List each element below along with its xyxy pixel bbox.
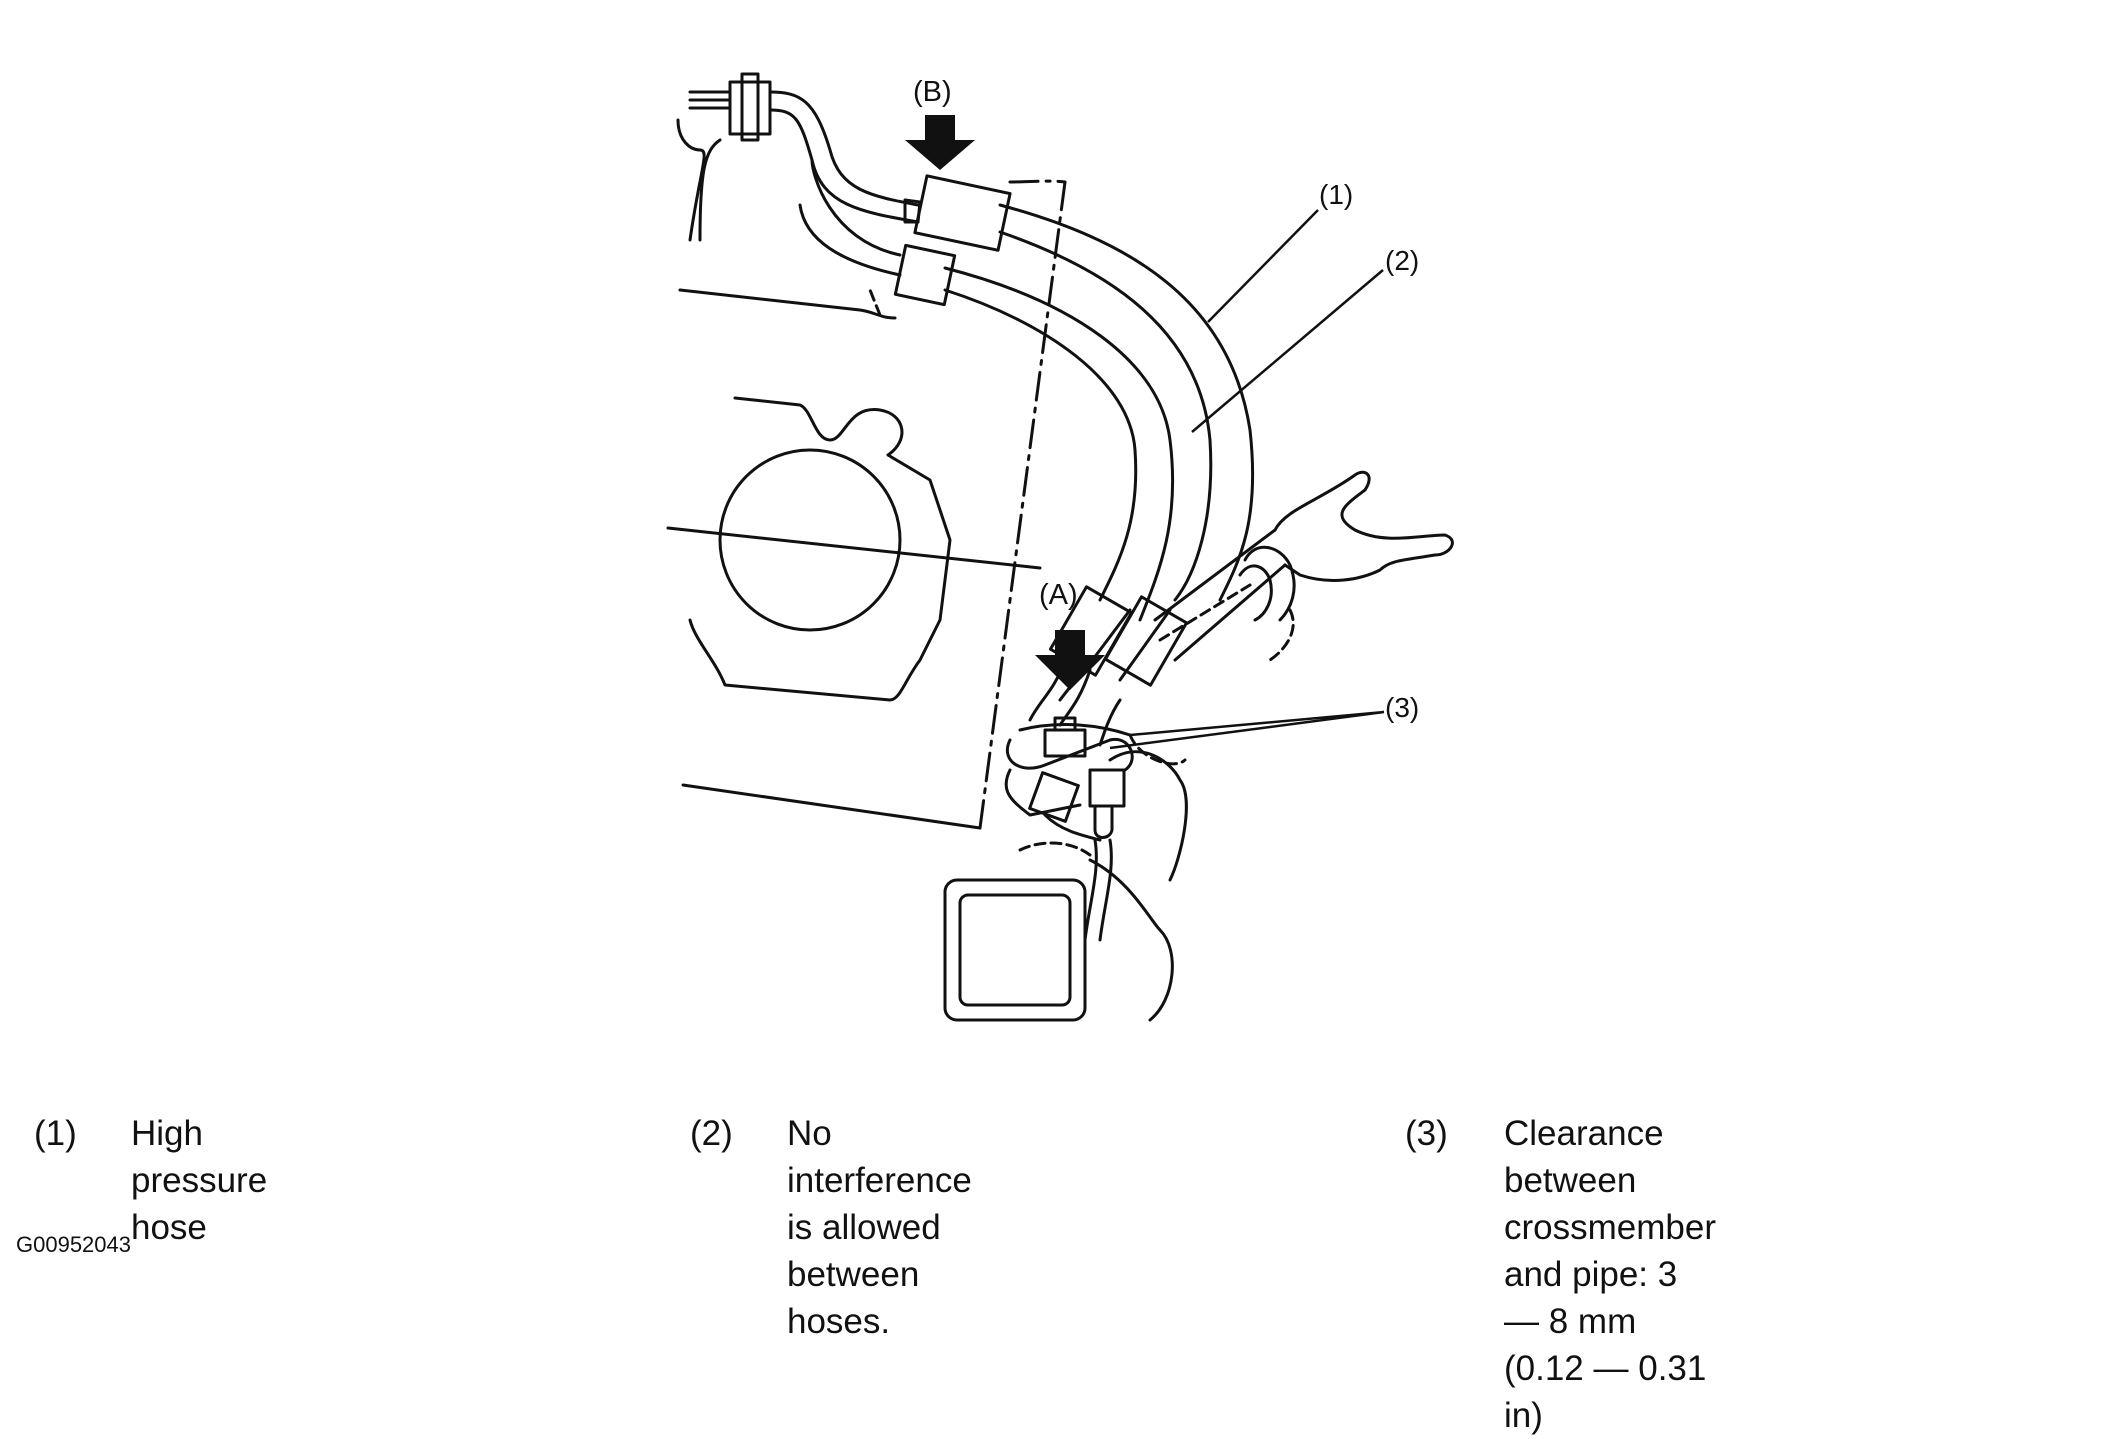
leader-2 (1191, 269, 1384, 433)
legend-text: No interference is allowed between hoses… (787, 1114, 972, 1341)
legend-text: High pressure hose (131, 1114, 268, 1247)
callout-3: (3) (1385, 692, 1419, 723)
arrow-a (1035, 630, 1105, 690)
arrow-b (905, 115, 975, 170)
body-outline (676, 118, 1067, 830)
round-part (718, 448, 902, 632)
second-hose (798, 158, 1189, 702)
legend-text: Clearance between crossmember and pipe: … (1504, 1114, 1716, 1435)
callout-a: (A) (1039, 579, 1078, 611)
centerline (666, 526, 1042, 570)
leader-3 (1109, 710, 1385, 750)
figure-id: G00952043 (16, 1232, 131, 1257)
bottom-block (943, 733, 1188, 1022)
leader-1 (1207, 209, 1319, 323)
high-pressure-hose (768, 90, 1255, 602)
legend-number: (1) (34, 1114, 77, 1153)
top-connector (688, 72, 772, 142)
callout-2: (2) (1385, 245, 1419, 276)
legend-number: (3) (1405, 1114, 1448, 1153)
hose-routing-diagram: (B) (A) (1) (2) (3) (666, 72, 1454, 1022)
y-part (1153, 470, 1454, 662)
callout-b: (B) (913, 76, 952, 108)
legend-number: (2) (690, 1114, 733, 1153)
callout-1: (1) (1319, 179, 1353, 210)
